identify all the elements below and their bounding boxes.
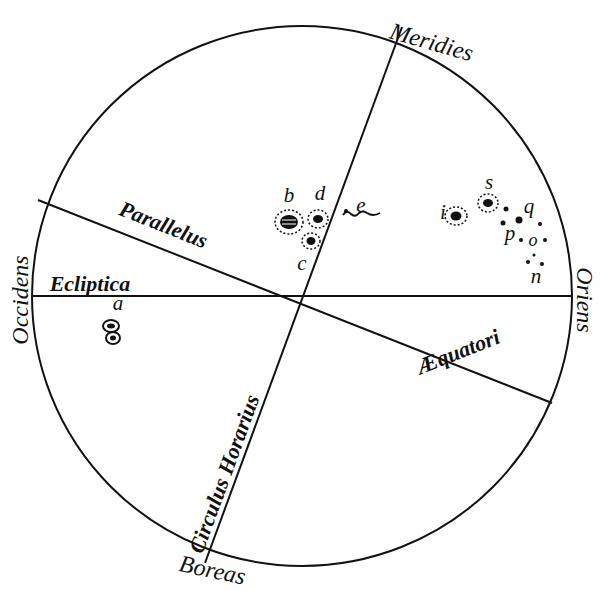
spot-letter: c bbox=[297, 253, 306, 274]
cardinal-label: Boreas bbox=[178, 551, 249, 588]
spot-letter: d bbox=[315, 183, 326, 204]
spot-letter: o bbox=[529, 231, 538, 249]
spot-letter: a bbox=[113, 293, 124, 314]
spot-letter: n bbox=[531, 266, 542, 287]
line-label: Æquatori bbox=[414, 326, 503, 378]
spot-letter: q bbox=[524, 196, 535, 217]
spot-letter: p bbox=[505, 223, 516, 244]
cardinal-label: Occidens bbox=[8, 255, 32, 344]
line-label: Parallelus bbox=[116, 198, 210, 253]
spot-letter: b bbox=[284, 185, 295, 206]
spot-letter: i bbox=[440, 202, 446, 223]
line-label: Circulus Horarius bbox=[185, 392, 263, 556]
spot-letter: s bbox=[485, 172, 493, 193]
parallel-line bbox=[38, 200, 552, 403]
cardinal-label: Oriens bbox=[573, 267, 597, 332]
spot-letter: e bbox=[356, 195, 365, 216]
sun-disc bbox=[32, 26, 572, 566]
sunspots bbox=[103, 194, 547, 344]
